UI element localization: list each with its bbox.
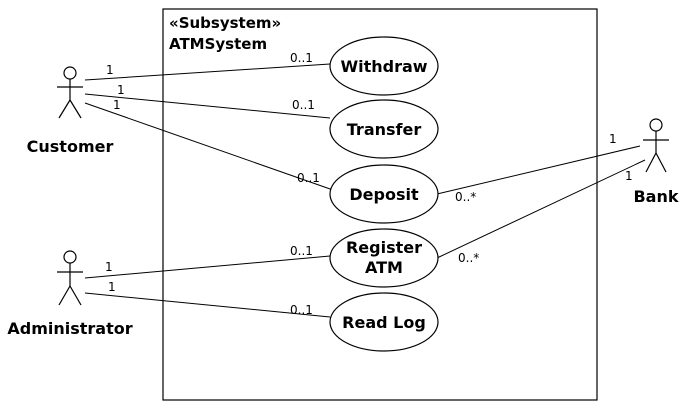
assoc-customer-transfer [84, 93, 331, 119]
assoc-admin-readlog [84, 292, 331, 318]
usecase-withdraw [329, 36, 439, 96]
mult-bank-deposit-actor: 1 [609, 132, 617, 146]
usecase-transfer [329, 99, 439, 159]
mult-customer-deposit-usecase: 0..1 [297, 171, 320, 185]
mult-customer-withdraw-usecase: 0..1 [290, 51, 313, 65]
mult-admin-readlog-usecase: 0..1 [290, 303, 313, 317]
assoc-bank-deposit [436, 145, 641, 195]
usecase-transfer-label: Transfer [347, 120, 422, 139]
assoc-customer-deposit [84, 102, 334, 191]
actor-bank-label: Bank [633, 187, 678, 206]
mult-admin-register-usecase: 0..1 [290, 244, 313, 258]
mult-customer-transfer-actor: 1 [117, 83, 125, 97]
assoc-customer-withdraw [84, 63, 331, 81]
mult-customer-deposit-actor: 1 [113, 98, 121, 112]
actor-customer-icon [57, 66, 83, 119]
usecase-read-log-label: Read Log [342, 313, 426, 332]
mult-admin-register-actor: 1 [105, 260, 113, 274]
actor-administrator-icon [57, 250, 83, 306]
usecase-register-label-line2: ATM [365, 258, 403, 277]
subsystem-stereotype: «Subsystem» [169, 14, 281, 32]
mult-bank-deposit-usecase: 0..* [455, 190, 476, 204]
mult-bank-register-actor: 1 [625, 169, 633, 183]
actor-bank-icon [643, 118, 669, 173]
usecase-deposit [329, 164, 439, 224]
subsystem-boundary [162, 8, 598, 401]
actor-administrator-label: Administrator [7, 319, 132, 338]
usecase-deposit-label: Deposit [349, 185, 419, 204]
mult-customer-transfer-usecase: 0..1 [292, 98, 315, 112]
usecase-withdraw-label: Withdraw [340, 57, 427, 76]
actor-customer-label: Customer [27, 137, 114, 156]
mult-admin-readlog-actor: 1 [108, 280, 116, 294]
mult-bank-register-usecase: 0..* [458, 251, 479, 265]
usecase-read-log [329, 292, 439, 352]
usecase-register-atm [329, 228, 439, 288]
subsystem-name: ATMSystem [169, 35, 267, 53]
usecase-register-label-line1: Register [346, 238, 422, 257]
mult-customer-withdraw-actor: 1 [106, 63, 114, 77]
assoc-bank-register [436, 159, 646, 259]
assoc-admin-register [84, 255, 331, 279]
